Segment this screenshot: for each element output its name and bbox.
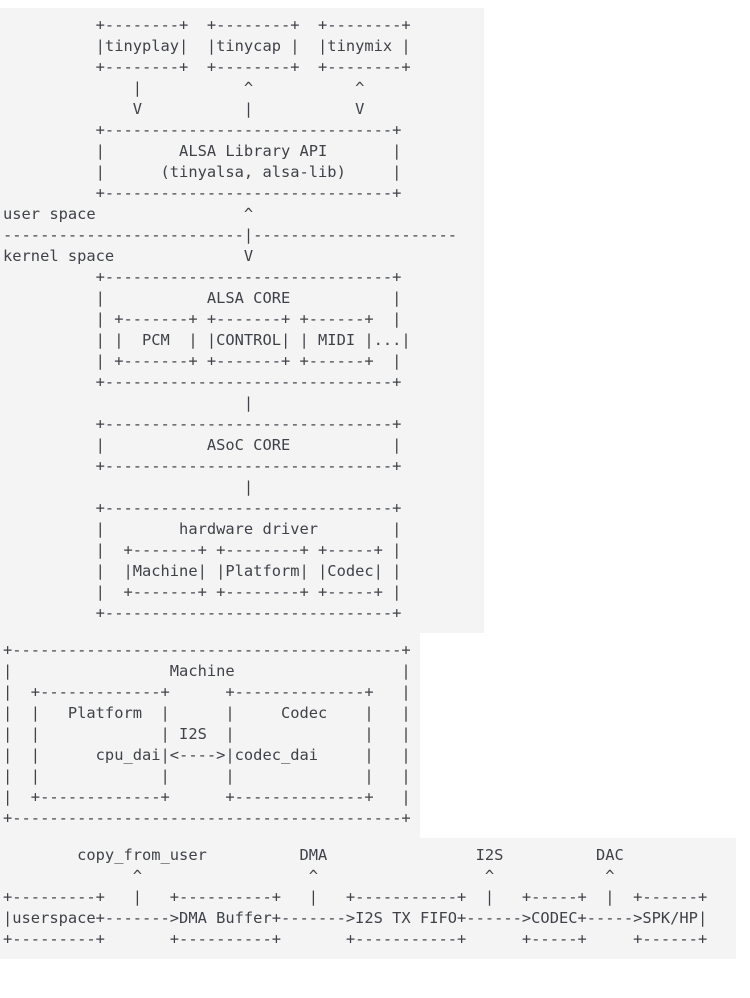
audio-playback-dataflow-diagram: copy_from_user DMA I2S DAC ^ ^ ^ ^ +----… xyxy=(0,838,736,959)
alsa-architecture-diagram: +--------+ +--------+ +--------+ |tinypl… xyxy=(0,8,484,633)
machine-dai-link-diagram: +---------------------------------------… xyxy=(0,633,420,838)
